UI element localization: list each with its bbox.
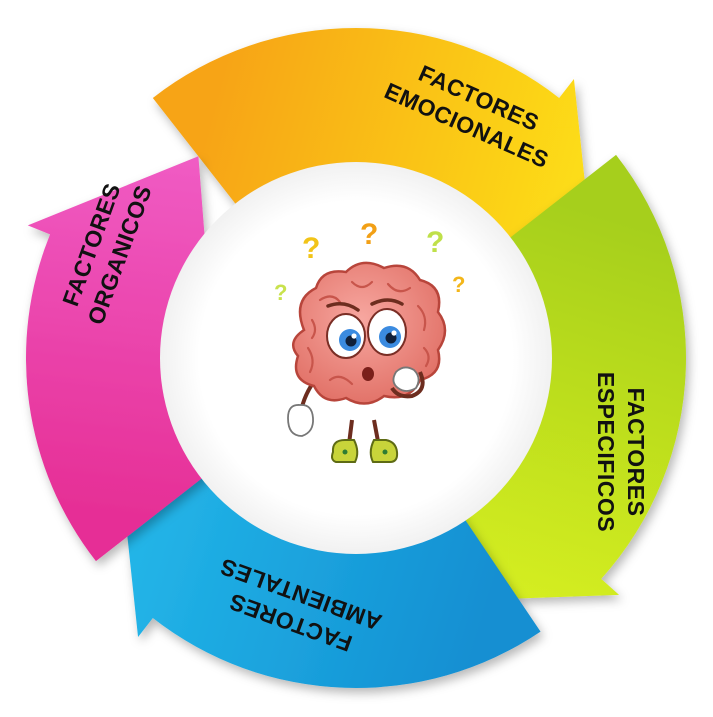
confused-brain-icon: ? ? ? ? ?: [274, 218, 465, 463]
question-mark: ?: [452, 272, 465, 297]
question-mark: ?: [360, 218, 378, 251]
question-mark: ?: [426, 226, 444, 259]
question-marks: ? ? ? ? ?: [274, 218, 465, 305]
question-mark: ?: [274, 280, 287, 305]
arrow-organicos: [25, 156, 213, 562]
label-factores-especificos: FACTORES ESPECIFICOS: [593, 372, 649, 532]
arrow-ambientales: [118, 453, 541, 688]
question-mark: ?: [302, 232, 320, 265]
label-especificos-line2: ESPECIFICOS: [593, 372, 619, 532]
label-especificos-line1: FACTORES: [623, 388, 649, 517]
arrow-emocionales: [152, 27, 594, 263]
